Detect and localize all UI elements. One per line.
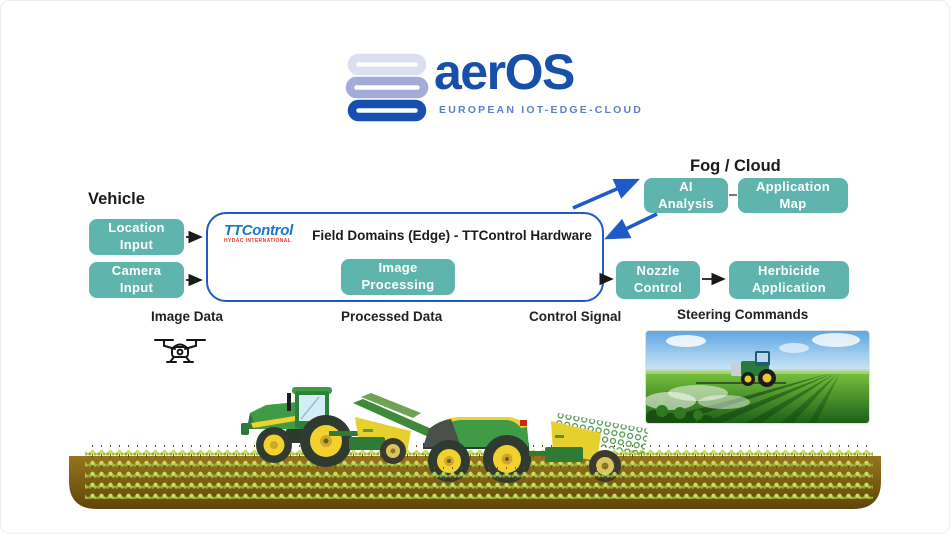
fog-cloud-zone-label: Fog / Cloud — [690, 157, 781, 175]
photo-tractor — [696, 351, 786, 387]
vehicle-zone-label: Vehicle — [88, 190, 145, 208]
node-herbicide-application: Herbicide Application — [729, 261, 849, 299]
brand-tagline: EUROPEAN IOT-EDGE-CLOUD — [439, 104, 644, 116]
flow-label-control-signal: Control Signal — [529, 309, 622, 324]
arrow-fog-to-edge — [604, 212, 658, 240]
brand-wordmark: aerOS — [434, 44, 575, 100]
ttcontrol-logo: TTControl HYDAC INTERNATIONAL — [224, 223, 293, 244]
node-application-map: Application Map — [738, 178, 848, 213]
aeros-logo-icon — [345, 53, 429, 122]
flow-label-image-data: Image Data — [151, 309, 224, 324]
flow-label-steering-commands: Steering Commands — [677, 307, 809, 322]
ttcontrol-logo-text: TTControl — [224, 222, 293, 239]
towed-implement-left — [329, 393, 441, 464]
arrow-edge-to-fog — [572, 178, 640, 210]
node-image-processing: Image Processing — [341, 259, 455, 295]
node-ai-analysis: AI Analysis — [644, 178, 728, 213]
drone-icon — [154, 339, 206, 363]
tractors-illustration — [69, 387, 881, 509]
crop-rows-foreground — [85, 467, 873, 499]
node-nozzle-control: Nozzle Control — [616, 261, 700, 299]
field-photo-image — [646, 331, 869, 423]
ttcontrol-logo-subtext: HYDAC INTERNATIONAL — [224, 238, 292, 244]
flow-label-processed-data: Processed Data — [341, 309, 443, 324]
node-location-input: Location Input — [89, 219, 184, 255]
node-camera-input: Camera Input — [89, 262, 184, 298]
tractor-with-cab — [241, 387, 352, 467]
edge-box-title: Field Domains (Edge) - TTControl Hardwar… — [312, 228, 592, 243]
